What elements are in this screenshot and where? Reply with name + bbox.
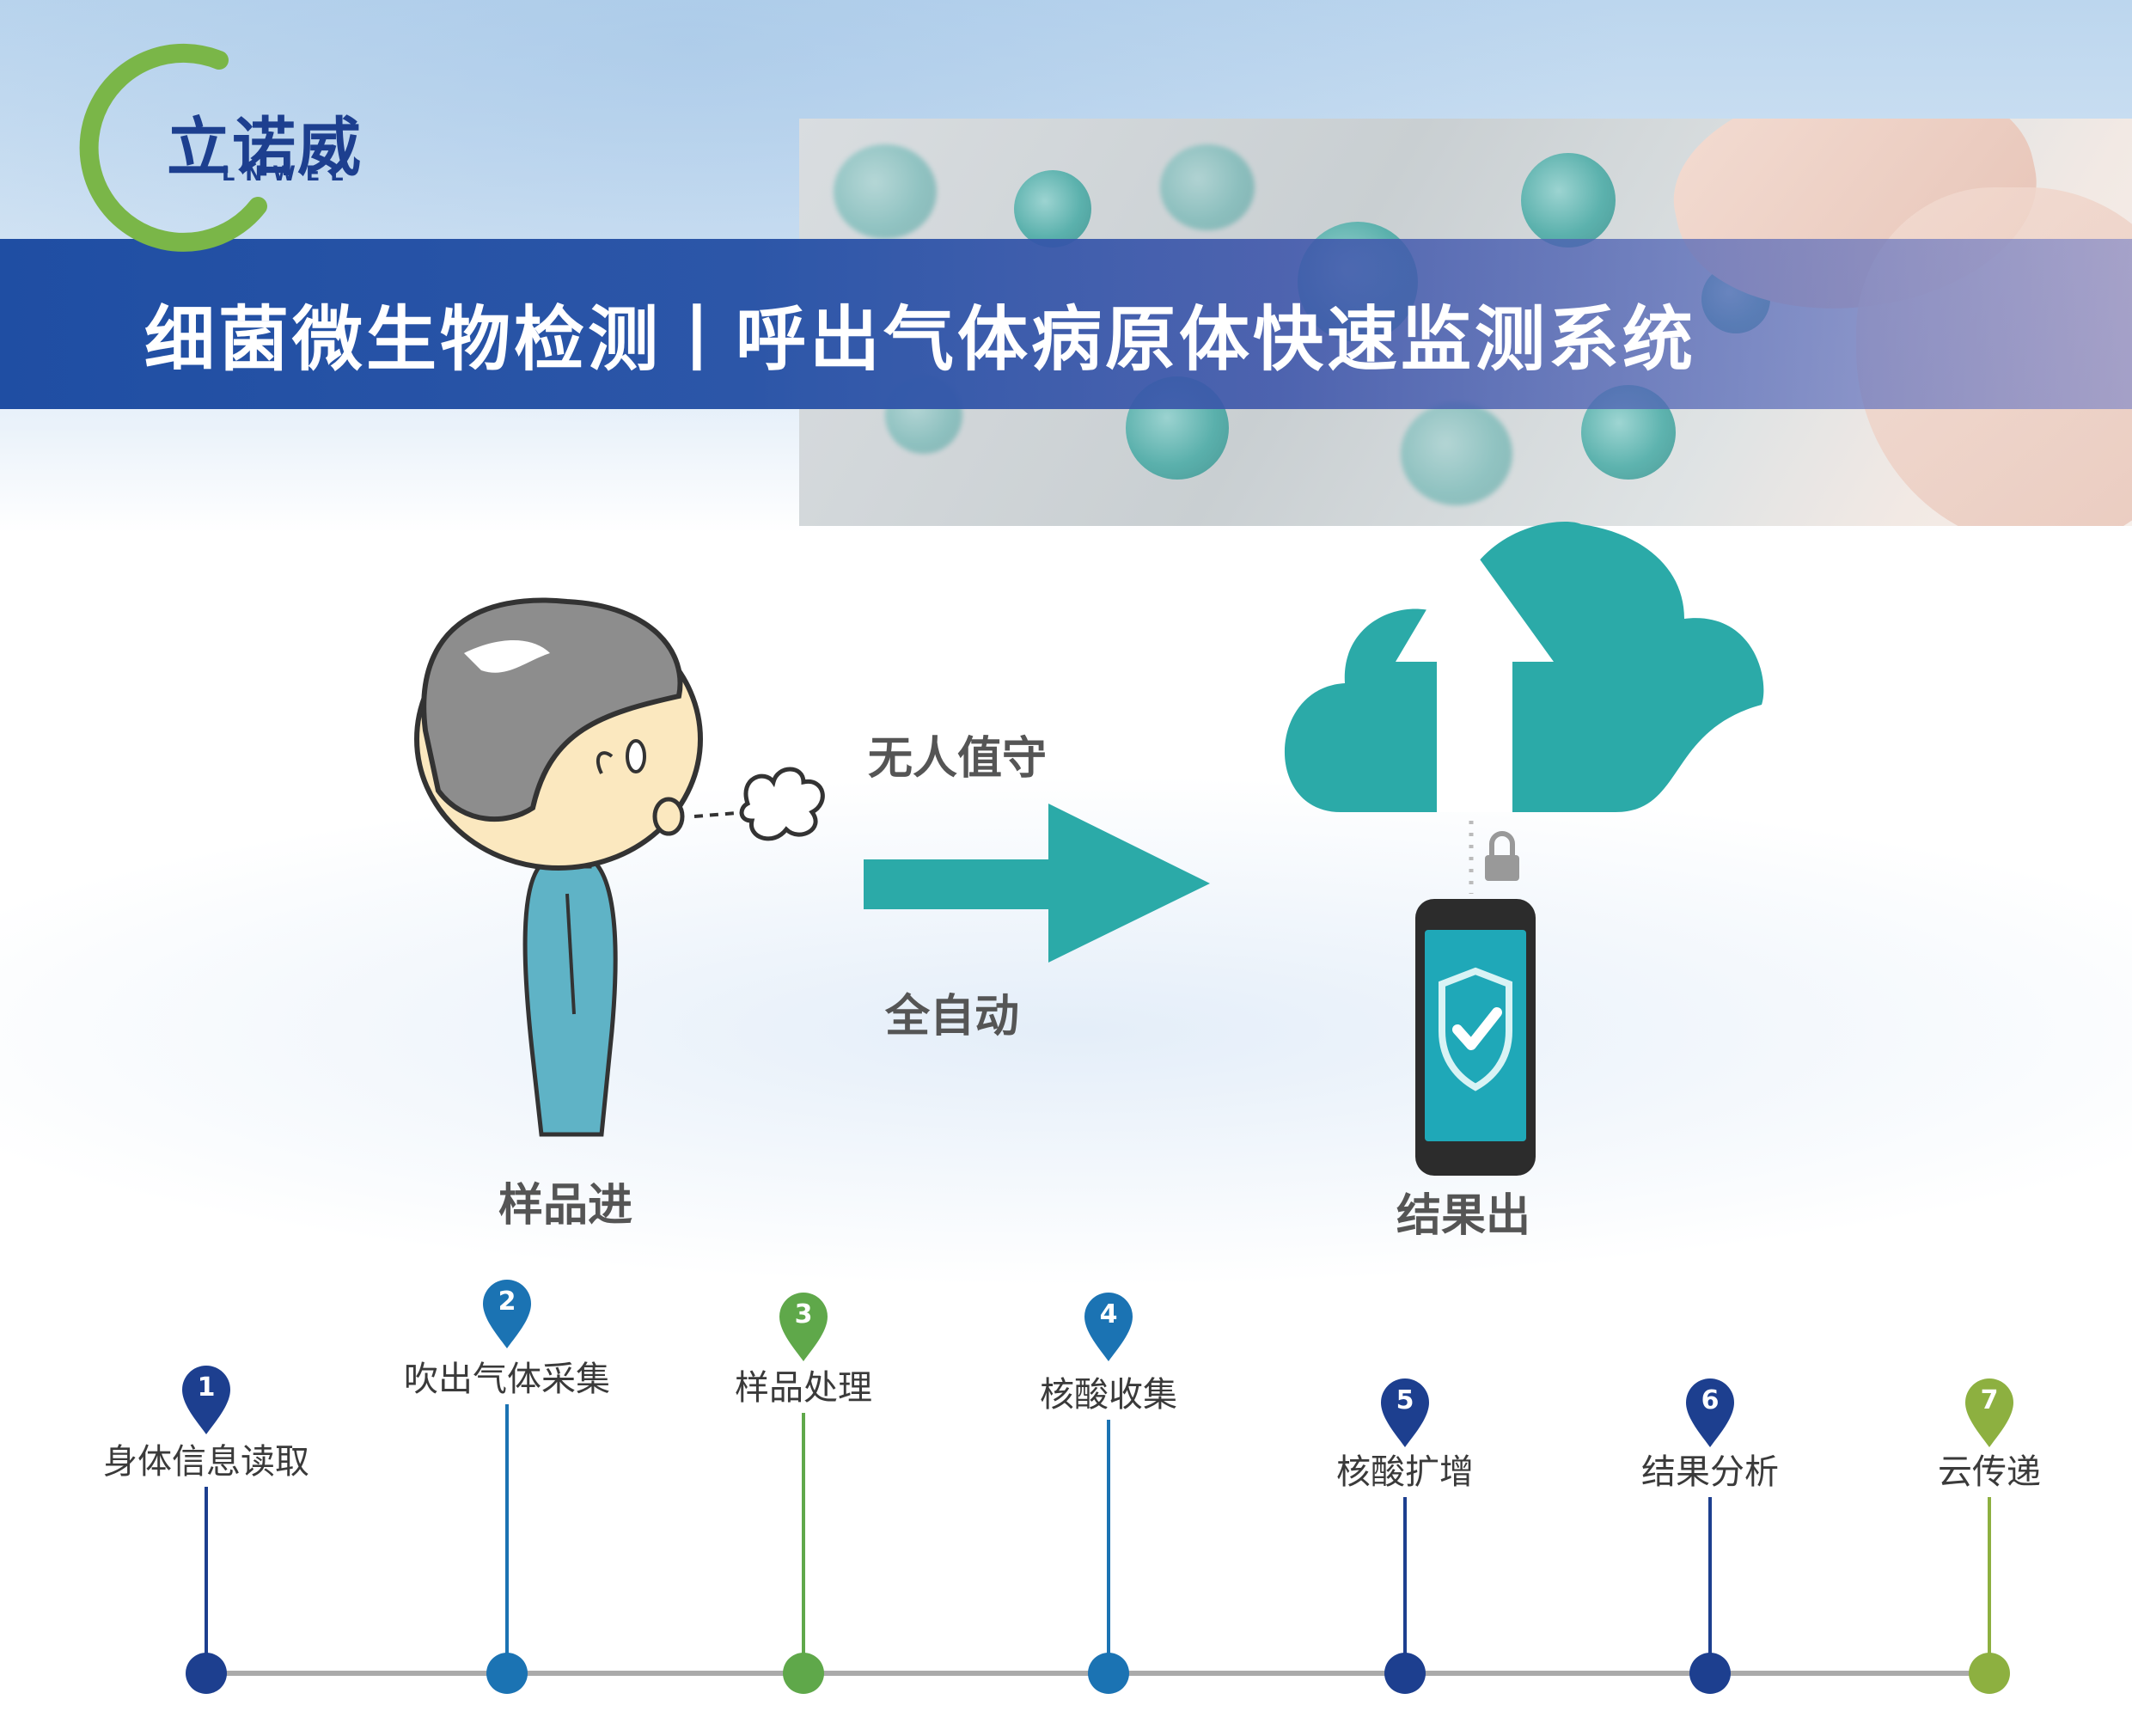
step-label: 核酸收集 [1040,1375,1177,1415]
step-label: 云传递 [1938,1452,2041,1492]
virus [1014,170,1091,248]
step-number: 5 [1396,1385,1414,1415]
input-label: 样品进 [498,1180,633,1232]
output-label: 结果出 [1396,1190,1531,1242]
timeline-node [1088,1653,1129,1694]
person-blowing-icon [414,597,703,1137]
map-pin-icon [1084,1293,1133,1361]
map-pin-icon [1965,1378,2013,1447]
step-number: 1 [197,1372,216,1403]
virus-blur [1401,402,1512,505]
step-number: 3 [794,1299,813,1330]
map-pin-icon [182,1366,230,1434]
map-pin-icon [779,1293,828,1361]
cloud-upload-icon [1284,522,1764,812]
timeline-node [1969,1653,2010,1694]
step-number: 4 [1099,1299,1118,1330]
step-label: 身体信息读取 [103,1442,309,1482]
virus-blur [1160,144,1255,230]
step-number: 2 [498,1287,516,1317]
breath-puff-icon [693,767,825,841]
timeline-node [783,1653,824,1694]
timeline-node [186,1653,227,1694]
map-pin-icon [483,1280,531,1348]
arrow-top-label: 无人值守 [868,733,1048,785]
timeline-node [486,1653,528,1694]
timeline-node [1384,1653,1426,1694]
step-label: 样品处理 [735,1368,872,1408]
smartphone-shield-check-icon [1415,899,1536,1176]
arrow-bottom-label: 全自动 [885,991,1020,1042]
map-pin-icon [1686,1378,1734,1447]
page-title: 细菌微生物检测丨呼出气体病原体快速监测系统 [144,299,1697,381]
lock-icon [1469,821,1519,894]
step-number: 7 [1980,1385,1999,1415]
logo-text: 立诺威 [167,111,363,185]
right-arrow-icon [864,804,1210,963]
step-label: 吹出气体采集 [404,1360,610,1399]
step-label: 核酸扩增 [1336,1452,1474,1492]
map-pin-icon [1381,1378,1429,1447]
virus-blur [834,144,937,239]
virus [1521,153,1616,248]
timeline-node [1689,1653,1731,1694]
logo-subtext: LNWEL [222,162,354,186]
step-label: 结果分析 [1641,1452,1779,1492]
step-number: 6 [1701,1385,1720,1415]
title-banner [0,239,2132,409]
